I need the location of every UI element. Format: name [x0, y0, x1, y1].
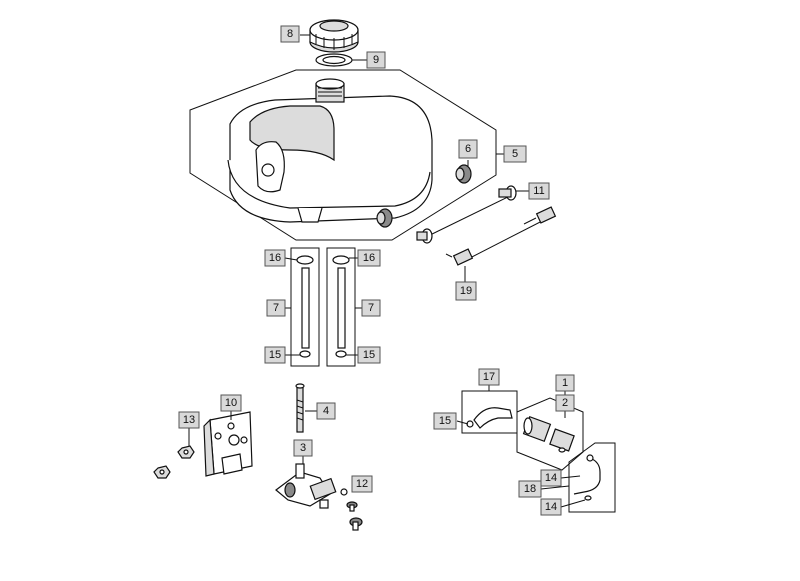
callout-11: 11: [528, 182, 550, 200]
callout-17: 17: [478, 368, 500, 386]
collar-part: [416, 185, 517, 244]
fuel-hose-right-part: [326, 247, 356, 367]
callout-4: 4: [316, 402, 336, 420]
callout-15-right: 15: [357, 346, 381, 364]
valve-screws-part: [346, 501, 363, 531]
fuel-cap-part: [309, 19, 359, 53]
callout-13-label: 13: [183, 414, 195, 426]
callout-7-left-label: 7: [273, 302, 279, 314]
screw-part: [295, 383, 305, 433]
callout-15-right-label: 15: [363, 349, 375, 361]
callout-5-label: 5: [512, 148, 518, 160]
bolt-part: [445, 206, 557, 266]
callout-6: 6: [458, 139, 478, 159]
callout-3-label: 3: [300, 442, 306, 454]
callout-6-label: 6: [465, 143, 471, 155]
callout-9: 9: [366, 51, 386, 69]
callout-2-label: 2: [562, 397, 568, 409]
callout-3: 3: [293, 439, 313, 457]
nut-part: [153, 445, 195, 479]
callout-15-left: 15: [264, 346, 286, 364]
mounting-bracket-part: [203, 411, 253, 477]
callout-7-left: 7: [266, 299, 286, 317]
callout-19: 19: [455, 281, 477, 301]
callout-11-label: 11: [533, 185, 544, 197]
fuel-hose-left-part: [290, 247, 320, 367]
callout-13: 13: [178, 411, 200, 429]
callout-16-right-label: 16: [363, 252, 375, 264]
bent-hose-part: [461, 390, 518, 434]
callout-16-left-label: 16: [269, 252, 281, 264]
callout-10-label: 10: [225, 397, 237, 409]
fuel-valve-part: [275, 463, 348, 509]
callout-14-bottom-label: 14: [545, 501, 557, 513]
fuel-filter-group: [516, 397, 584, 471]
callout-10: 10: [220, 394, 242, 412]
callout-16-right: 16: [357, 249, 381, 267]
callout-16-left: 16: [264, 249, 286, 267]
callout-1-label: 1: [562, 377, 568, 389]
callout-14-bottom: 14: [540, 498, 562, 516]
tank-assembly-outline: [189, 69, 497, 241]
callout-8: 8: [280, 25, 300, 43]
callout-14-top: 14: [540, 469, 562, 487]
callout-7-right-label: 7: [368, 302, 374, 314]
callout-12-label: 12: [356, 478, 368, 490]
fuel-tank-part: [227, 78, 433, 223]
fuel-hose-lower-part: [568, 442, 616, 513]
cap-gasket-part: [315, 53, 353, 67]
callout-18: 18: [518, 480, 542, 498]
callout-15-bottom: 15: [433, 412, 457, 430]
callout-12: 12: [351, 475, 373, 493]
callout-7-right: 7: [361, 299, 381, 317]
callout-18-label: 18: [524, 483, 536, 495]
callout-14-top-label: 14: [545, 472, 557, 484]
callout-15-left-label: 15: [269, 349, 281, 361]
callout-8-label: 8: [287, 28, 293, 40]
grommet-part: [376, 164, 472, 228]
callout-2: 2: [555, 394, 575, 412]
callout-15-bottom-label: 15: [439, 415, 451, 427]
callout-1: 1: [555, 374, 575, 392]
callout-9-label: 9: [373, 54, 379, 66]
callout-5: 5: [503, 145, 527, 163]
callout-19-label: 19: [460, 285, 472, 297]
callout-4-label: 4: [323, 405, 329, 417]
callout-17-label: 17: [483, 371, 495, 383]
